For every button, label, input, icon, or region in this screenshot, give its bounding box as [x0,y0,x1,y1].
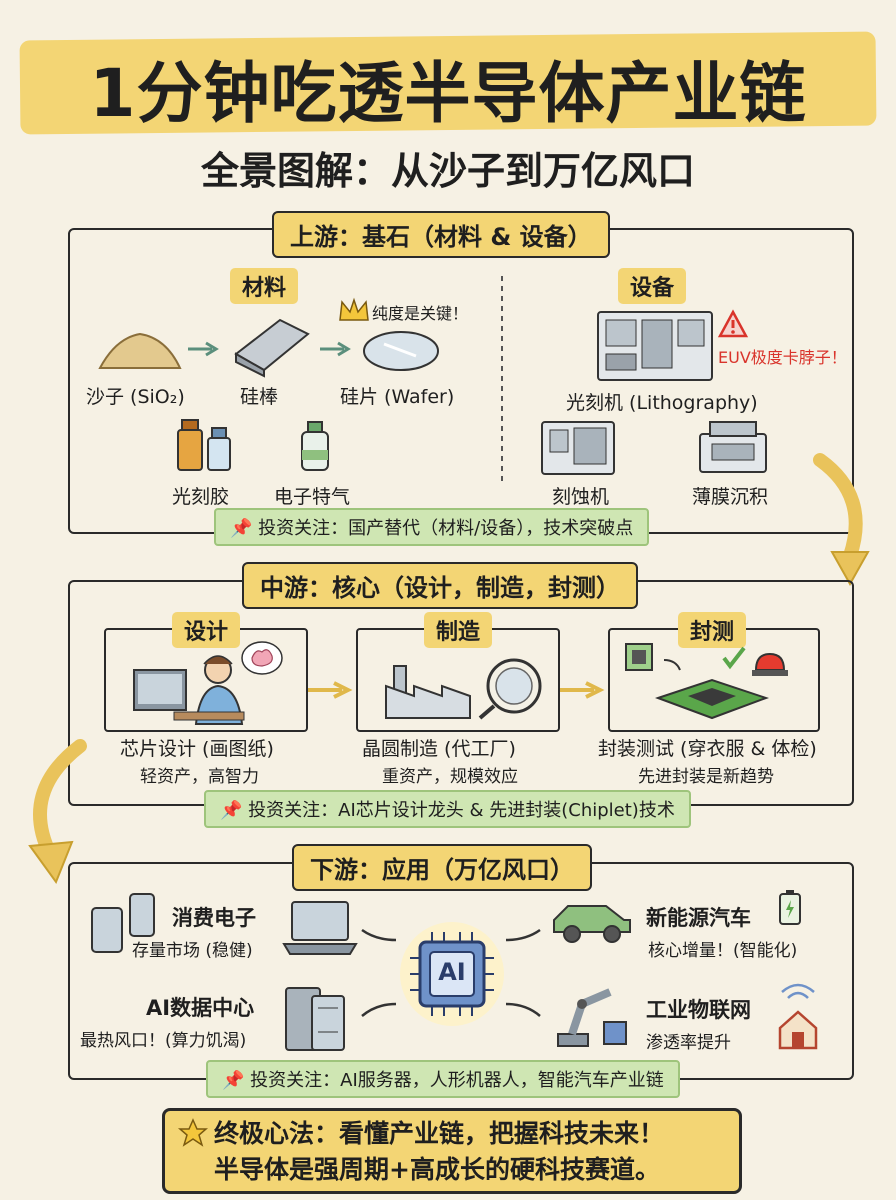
consumer-note: 存量市场 (稳健) [132,941,253,961]
sand-icon [98,332,182,369]
takeaway-line2: 半导体是强周期+高成长的硬科技赛道。 [214,1155,660,1184]
lithography-label: 光刻机 (Lithography) [566,392,758,414]
crown-icon [339,297,369,321]
deposition-label: 薄膜沉积 [692,486,769,508]
server-icon [285,987,345,1051]
warning-icon [717,309,749,338]
downstream-invest-note: 📌 投资关注：AI服务器，人形机器人，智能汽车产业链 [206,1060,680,1098]
upstream-label: 上游：基石（材料 & 设备） [272,211,610,258]
phone-tablet-icon [91,893,155,953]
midstream-invest-text: 投资关注：AI芯片设计龙头 & 先进封装(Chiplet)技术 [248,800,675,821]
design-tag: 设计 [172,612,241,648]
lithography-machine-icon [597,311,713,381]
equipment-tag: 设备 [618,268,687,304]
flow-arrow-icon [813,453,870,587]
factory-icon [385,658,542,720]
datacenter-note: 最热风口！(算力饥渴) [80,1031,247,1051]
robot-arm-icon [557,988,627,1047]
packaging-tag: 封测 [678,612,747,648]
ev-note: 核心增量！(智能化) [648,941,798,961]
iiot-note: 渗透率提升 [646,1033,731,1053]
downstream-invest-text: 投资关注：AI服务器，人形机器人，智能汽车产业链 [250,1070,664,1091]
design-caption: 芯片设计 (画图纸) [120,738,274,760]
page-subtitle: 全景图解：从沙子到万亿风口 [200,149,695,193]
wafer-icon [363,331,439,371]
upstream-divider [501,276,503,486]
packaging-note: 先进封装是新趋势 [638,767,774,787]
iiot-title: 工业物联网 [646,998,751,1022]
silicon-rod-icon [234,318,310,378]
consumer-title: 消费电子 [172,906,256,930]
smart-home-icon [778,983,818,1050]
ai-chip-label: AI [438,958,466,986]
ai-chip-icon [400,922,504,1026]
packaged-chip-icon [625,643,788,720]
arrow-right-icon [560,681,605,699]
purity-note: 纯度是关键！ [372,304,469,323]
fab-tag: 制造 [424,612,493,648]
datacenter-title: AI数据中心 [146,996,255,1020]
midstream-label: 中游：核心（设计，制造，封测） [242,562,638,609]
etch-machine-icon [541,421,615,475]
design-note: 轻资产，高智力 [140,767,259,787]
arrow-right-icon [320,341,351,357]
photoresist-bottles-icon [177,419,231,471]
deposition-machine-icon [699,421,767,473]
star-icon [177,1118,209,1147]
ev-title: 新能源汽车 [646,906,751,930]
silicon-rod-label: 硅棒 [240,386,279,408]
materials-tag: 材料 [230,268,299,304]
takeaway-box [162,1108,742,1194]
arrow-right-icon [188,341,219,357]
takeaway-line1: 终极心法：看懂产业链，把握科技未来！ [214,1119,665,1148]
fab-caption: 晶圆制造 (代工厂) [362,738,516,760]
wafer-label: 硅片 (Wafer) [340,386,455,408]
electric-car-icon [553,905,631,943]
midstream-invest-note: 📌 投资关注：AI芯片设计龙头 & 先进封装(Chiplet)技术 [204,790,691,828]
euv-note: EUV极度卡脖子！ [718,348,847,367]
gas-bottle-icon [301,421,329,471]
downstream-label: 下游：应用（万亿风口） [292,844,592,891]
packaging-caption: 封装测试 (穿衣服 & 体检) [598,738,817,760]
battery-icon [779,890,801,925]
flow-arrow-icon [28,739,87,885]
designer-icon [133,641,283,725]
upstream-invest-note: 📌 投资关注：国产替代（材料/设备），技术突破点 [214,508,650,546]
laptop-icon [282,901,358,955]
arrow-right-icon [308,681,353,699]
ai-connectors [361,928,541,1017]
sand-label: 沙子 (SiO₂) [86,386,185,408]
upstream-invest-text: 投资关注：国产替代（材料/设备），技术突破点 [258,518,634,539]
page-title: 1分钟吃透半导体产业链 [89,55,807,132]
gas-label: 电子特气 [274,486,351,508]
photoresist-label: 光刻胶 [172,486,230,508]
fab-note: 重资产，规模效应 [382,767,518,787]
etch-label: 刻蚀机 [552,486,610,508]
